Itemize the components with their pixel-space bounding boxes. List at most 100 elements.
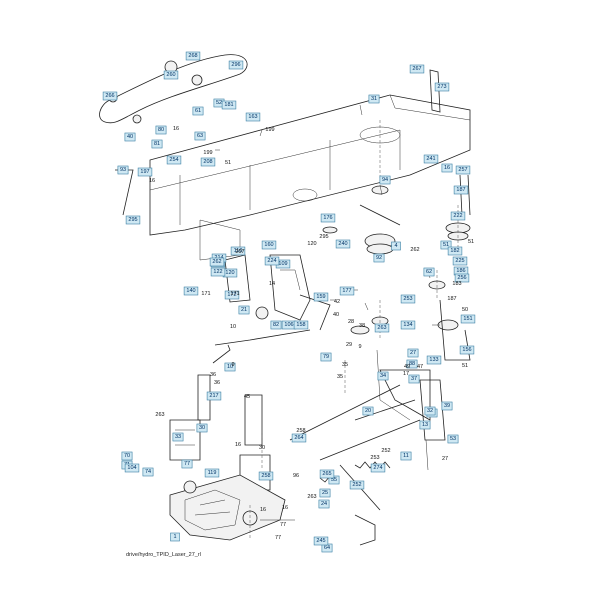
part-tag[interactable]: 31 (368, 94, 380, 104)
part-tag[interactable]: 217 (206, 391, 222, 401)
part-tag[interactable]: 1 (170, 532, 180, 542)
part-tag[interactable]: 33 (172, 432, 184, 442)
part-tag[interactable]: 21 (238, 305, 250, 315)
part-tag[interactable]: 88 (406, 359, 418, 369)
part-tag[interactable]: 4 (391, 241, 401, 251)
part-tag[interactable]: 160 (261, 240, 277, 250)
part-tag-box (370, 463, 386, 473)
part-tag[interactable]: 296 (228, 60, 244, 70)
part-tag[interactable]: 156 (459, 345, 475, 355)
part-tag[interactable]: 10 (224, 362, 236, 372)
part-number-label: 47 (417, 364, 423, 370)
part-tag-box (196, 423, 208, 433)
part-tag[interactable]: 122 (210, 267, 226, 277)
part-tag[interactable]: 254 (166, 155, 182, 165)
part-tag-box (362, 406, 374, 416)
part-tag[interactable]: 32 (424, 406, 436, 416)
part-tag[interactable]: 274 (370, 463, 386, 473)
part-tag[interactable]: 181 (221, 100, 237, 110)
part-tag-label: 252 (352, 482, 361, 488)
part-tag-label: 53 (450, 436, 456, 442)
part-tag[interactable]: 94 (379, 175, 391, 185)
part-tag-label: 253 (403, 296, 412, 302)
part-tag[interactable]: 163 (245, 112, 261, 122)
part-tag[interactable]: 133 (426, 355, 442, 365)
part-tag[interactable]: 80 (155, 125, 167, 135)
part-tag[interactable]: 267 (409, 64, 425, 74)
part-tag[interactable]: 240 (335, 239, 351, 249)
part-tag[interactable]: 151 (460, 314, 476, 324)
part-number-label: 50 (462, 307, 468, 313)
part-number-label: 40 (333, 312, 339, 318)
part-tag[interactable]: 222 (450, 211, 466, 221)
part-tag[interactable]: 74 (142, 467, 154, 477)
part-tag-box (163, 70, 179, 80)
part-tag[interactable]: 253 (400, 294, 416, 304)
part-tag[interactable]: 265 (319, 469, 335, 479)
part-tag[interactable]: 159 (313, 292, 329, 302)
part-tag[interactable]: 82 (270, 320, 282, 330)
part-tag[interactable]: 62 (423, 267, 435, 277)
part-tag[interactable]: 260 (163, 70, 179, 80)
part-tag-box (373, 253, 385, 263)
part-number-label: 49 (404, 364, 410, 370)
part-tag[interactable]: 30 (196, 423, 208, 433)
part-tag[interactable]: 119 (204, 468, 220, 478)
part-tag[interactable]: 258 (258, 471, 274, 481)
part-tag[interactable]: 104 (124, 463, 140, 473)
part-tag[interactable]: 256 (454, 273, 470, 283)
part-tag[interactable]: 51 (440, 240, 452, 250)
part-tag[interactable]: 37 (408, 374, 420, 384)
part-tag[interactable]: 77 (181, 459, 193, 469)
part-tag-box (447, 246, 463, 256)
part-tag[interactable]: 172 (224, 290, 240, 300)
part-tag-box (224, 290, 240, 300)
part-tag[interactable]: 25 (319, 488, 331, 498)
part-tag-label: 16 (444, 165, 450, 171)
part-tag-label: 31 (371, 96, 377, 102)
part-tag[interactable]: 295 (125, 215, 141, 225)
part-tag[interactable]: 187 (453, 185, 469, 195)
part-tag[interactable]: 263 (374, 323, 390, 333)
part-tag[interactable]: 264 (291, 433, 307, 443)
part-tag[interactable]: 63 (194, 131, 206, 141)
part-tag[interactable]: 245 (313, 536, 329, 546)
part-tag[interactable]: 197 (137, 167, 153, 177)
part-tag[interactable]: 225 (452, 256, 468, 266)
part-tag[interactable]: 224 (264, 256, 280, 266)
part-tag[interactable]: 177 (339, 286, 355, 296)
part-tag[interactable]: 53 (447, 434, 459, 444)
part-tag[interactable]: 140 (183, 286, 199, 296)
part-tag[interactable]: 92 (373, 253, 385, 263)
part-tag[interactable]: 27 (407, 348, 419, 358)
part-tag-box (423, 267, 435, 277)
part-tag[interactable]: 262 (209, 257, 225, 267)
part-tag[interactable]: 24 (318, 499, 330, 509)
part-tag-label: 177 (342, 288, 351, 294)
part-tag[interactable]: 81 (151, 139, 163, 149)
part-tag[interactable]: 34 (377, 371, 389, 381)
part-tag[interactable]: 79 (320, 352, 332, 362)
part-tag[interactable]: 93 (117, 165, 129, 175)
part-tag[interactable]: 61 (192, 106, 204, 116)
part-tag[interactable]: 11 (400, 451, 412, 461)
part-tag[interactable]: 252 (349, 480, 365, 490)
part-tag-box (450, 211, 466, 221)
part-tag[interactable]: 182 (447, 246, 463, 256)
part-tag[interactable]: 208 (200, 157, 216, 167)
part-tag[interactable]: 257 (455, 165, 471, 175)
part-tag[interactable]: 70 (121, 451, 133, 461)
part-tag[interactable]: 266 (102, 91, 118, 101)
part-tag[interactable]: 20 (362, 406, 374, 416)
part-tag[interactable]: 110 (230, 246, 246, 256)
part-tag[interactable]: 176 (320, 213, 336, 223)
part-tag[interactable]: 273 (434, 82, 450, 92)
part-tag[interactable]: 39 (441, 401, 453, 411)
part-tag[interactable]: 40 (124, 132, 136, 142)
part-tag[interactable]: 241 (423, 154, 439, 164)
part-tag[interactable]: 16 (441, 163, 453, 173)
part-tag[interactable]: 158 (293, 320, 309, 330)
part-tag[interactable]: 13 (419, 420, 431, 430)
part-tag[interactable]: 134 (400, 320, 416, 330)
part-tag[interactable]: 268 (185, 51, 201, 61)
